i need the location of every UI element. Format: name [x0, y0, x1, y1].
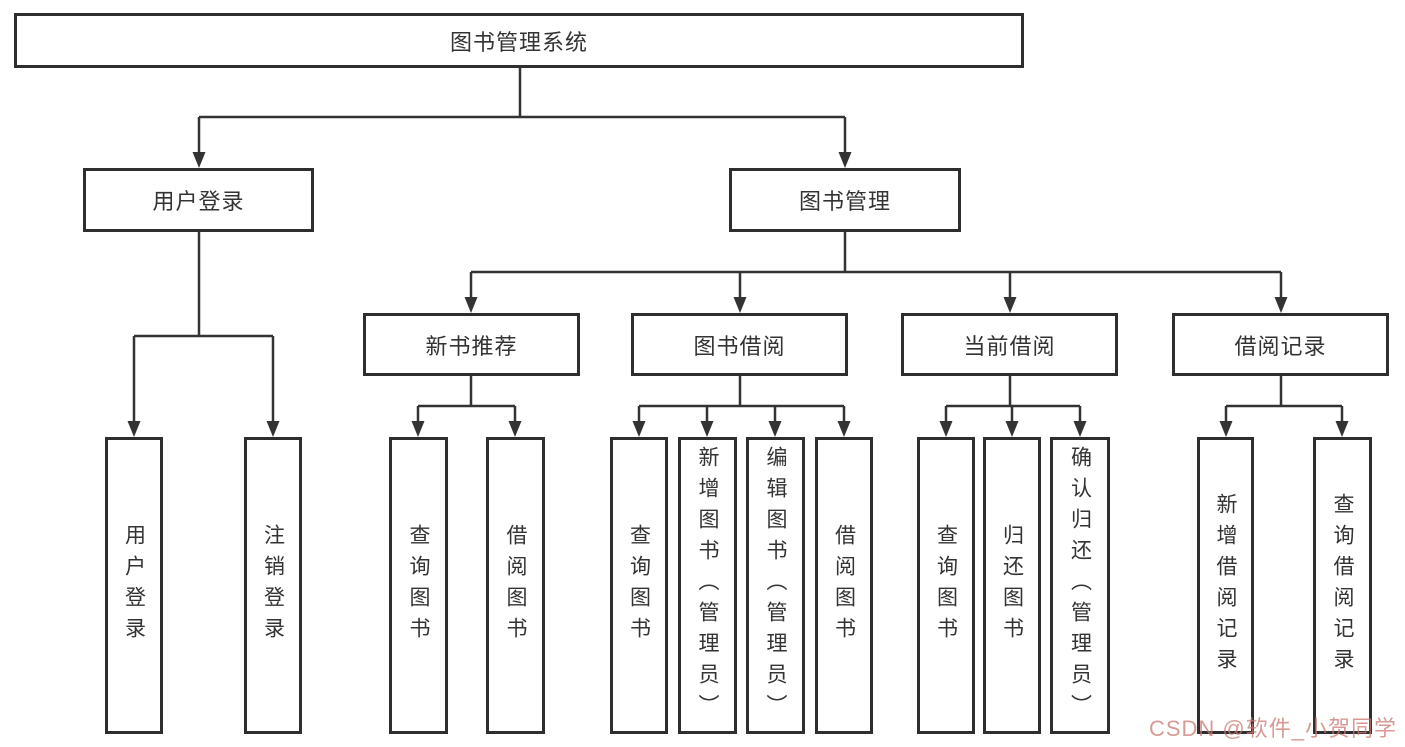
node-borrowing-records: 借阅记录 [1172, 313, 1389, 376]
leaf-edit-books-admin: 编辑图书（管理员） [746, 437, 805, 734]
leaf-label: 编辑图书（管理员） [764, 446, 787, 725]
node-label: 借阅记录 [1234, 333, 1327, 359]
leaf-user-login: 用户登录 [105, 437, 163, 734]
node-library-management-system: 图书管理系统 [14, 13, 1024, 68]
node-current-borrowing: 当前借阅 [901, 313, 1118, 376]
leaf-label: 查询图书 [627, 523, 651, 648]
node-new-book-recommendation: 新书推荐 [363, 313, 580, 376]
leaf-query-books-newbook: 查询图书 [389, 437, 448, 734]
leaf-label: 归还图书 [1000, 523, 1024, 648]
leaf-add-borrow-record: 新增借阅记录 [1197, 437, 1254, 734]
leaf-label: 借阅图书 [504, 523, 527, 648]
node-label: 当前借阅 [963, 333, 1056, 359]
leaf-label: 新增图书（管理员） [696, 446, 719, 725]
leaf-query-books-borrowing: 查询图书 [610, 437, 668, 734]
node-book-management: 图书管理 [729, 168, 961, 232]
leaf-label: 确认归还（管理员） [1068, 446, 1092, 725]
leaf-add-books-admin: 新增图书（管理员） [678, 437, 737, 734]
node-label: 图书管理系统 [449, 29, 588, 55]
node-label: 图书借阅 [693, 333, 786, 359]
leaf-label: 用户登录 [122, 523, 146, 648]
leaf-return-books: 归还图书 [983, 437, 1041, 734]
node-user-login: 用户登录 [83, 168, 314, 232]
leaf-label: 查询图书 [934, 523, 958, 648]
node-book-borrowing: 图书借阅 [631, 313, 848, 376]
leaf-label: 查询借阅记录 [1331, 492, 1354, 679]
node-label: 图书管理 [798, 189, 891, 214]
leaf-label: 查询图书 [407, 523, 430, 648]
leaf-logout: 注销登录 [244, 437, 302, 734]
leaf-label: 注销登录 [261, 523, 285, 648]
leaf-confirm-return-admin: 确认归还（管理员） [1050, 437, 1110, 734]
node-label: 新书推荐 [425, 333, 518, 359]
csdn-watermark: CSDN @软件_小贺同学 [1148, 716, 1397, 741]
leaf-borrow-books-newbook: 借阅图书 [486, 437, 545, 734]
leaf-query-books-current: 查询图书 [917, 437, 975, 734]
leaf-query-borrow-record: 查询借阅记录 [1313, 437, 1372, 734]
leaf-label: 借阅图书 [832, 523, 856, 648]
leaf-borrow-books: 借阅图书 [815, 437, 873, 734]
leaf-label: 新增借阅记录 [1214, 492, 1237, 679]
node-label: 用户登录 [152, 189, 245, 214]
